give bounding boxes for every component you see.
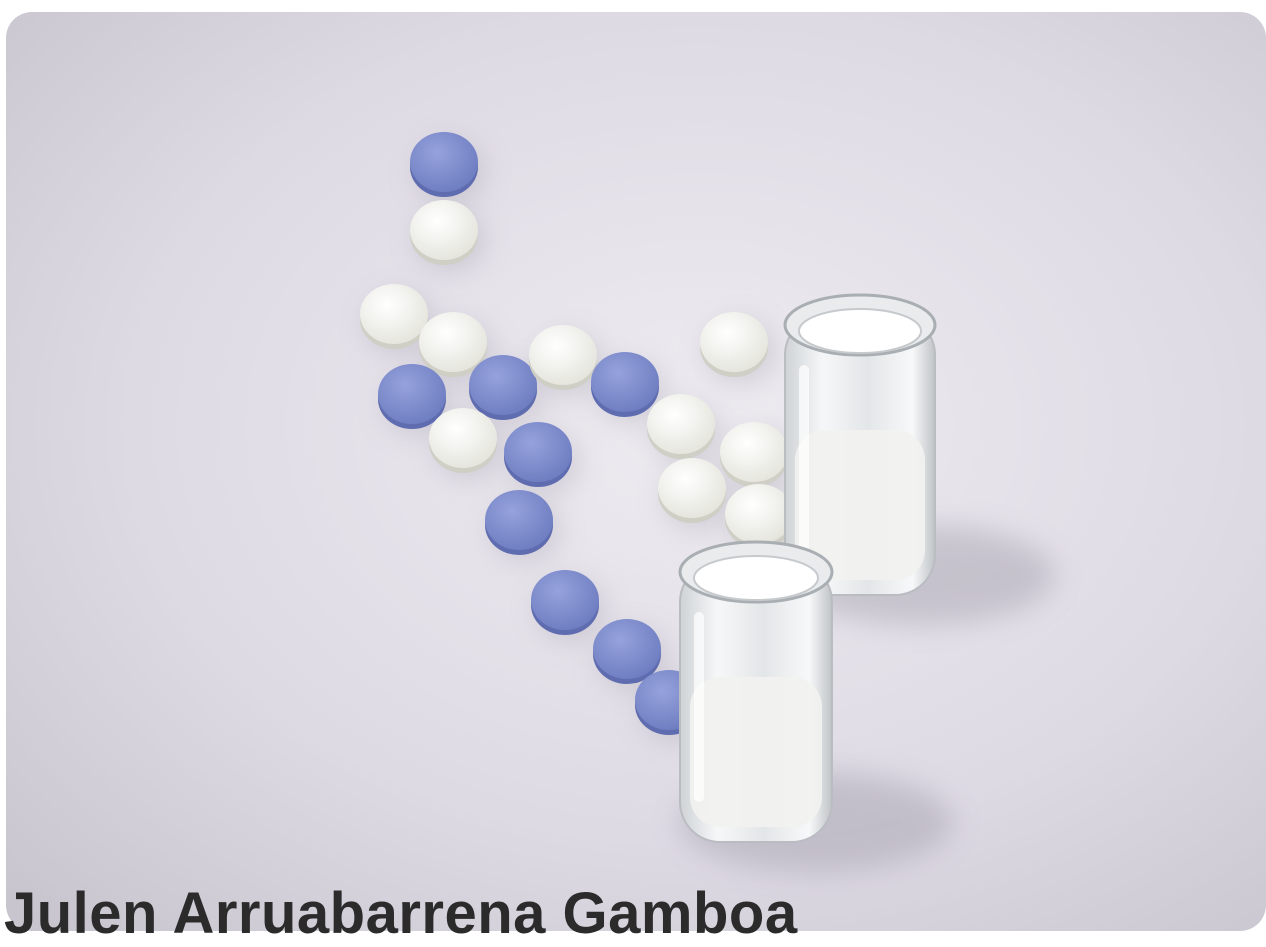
vial-powder xyxy=(795,430,925,580)
vial-opening xyxy=(798,308,922,354)
tablet-face xyxy=(647,394,715,454)
scene-svg xyxy=(6,12,1266,931)
blue-tablet xyxy=(485,490,553,555)
white-tablet xyxy=(410,200,478,265)
tablet-face xyxy=(410,132,478,192)
backdrop xyxy=(6,12,1266,931)
tablet-face xyxy=(419,312,487,372)
tablet-face xyxy=(504,422,572,482)
tablet-face xyxy=(720,422,788,482)
tablet-face xyxy=(531,570,599,630)
blue-tablet xyxy=(591,352,659,417)
white-tablet xyxy=(720,422,788,487)
tablet-face xyxy=(360,284,428,344)
blue-tablet xyxy=(593,619,661,684)
tablet-face xyxy=(725,484,793,544)
white-tablet xyxy=(658,458,726,523)
photo-caption-author: Julen Arruabarrena Gamboa xyxy=(4,881,798,946)
vial-opening xyxy=(693,555,819,601)
tablet-face xyxy=(700,312,768,372)
tablet-face xyxy=(529,325,597,385)
blue-tablet xyxy=(410,132,478,197)
vial-back xyxy=(783,293,1055,625)
tablet-face xyxy=(591,352,659,412)
photo xyxy=(6,12,1266,931)
vial-powder xyxy=(690,677,822,827)
tablet-face xyxy=(593,619,661,679)
tablet-face xyxy=(410,200,478,260)
white-tablet xyxy=(700,312,768,377)
blue-tablet xyxy=(504,422,572,487)
blue-tablet xyxy=(531,570,599,635)
vial-highlight xyxy=(799,365,809,555)
tablet-face xyxy=(429,408,497,468)
blue-tablet xyxy=(378,364,446,429)
white-tablet xyxy=(529,325,597,390)
white-tablet xyxy=(647,394,715,459)
tablet-face xyxy=(378,364,446,424)
blue-tablet xyxy=(469,355,537,420)
tablet-face xyxy=(485,490,553,550)
white-tablet xyxy=(419,312,487,377)
tablet-face xyxy=(469,355,537,415)
white-tablet xyxy=(360,284,428,349)
white-tablet xyxy=(429,408,497,473)
vial-front xyxy=(678,540,953,872)
white-tablet xyxy=(725,484,793,549)
vial-highlight xyxy=(694,612,704,802)
tablet-face xyxy=(658,458,726,518)
